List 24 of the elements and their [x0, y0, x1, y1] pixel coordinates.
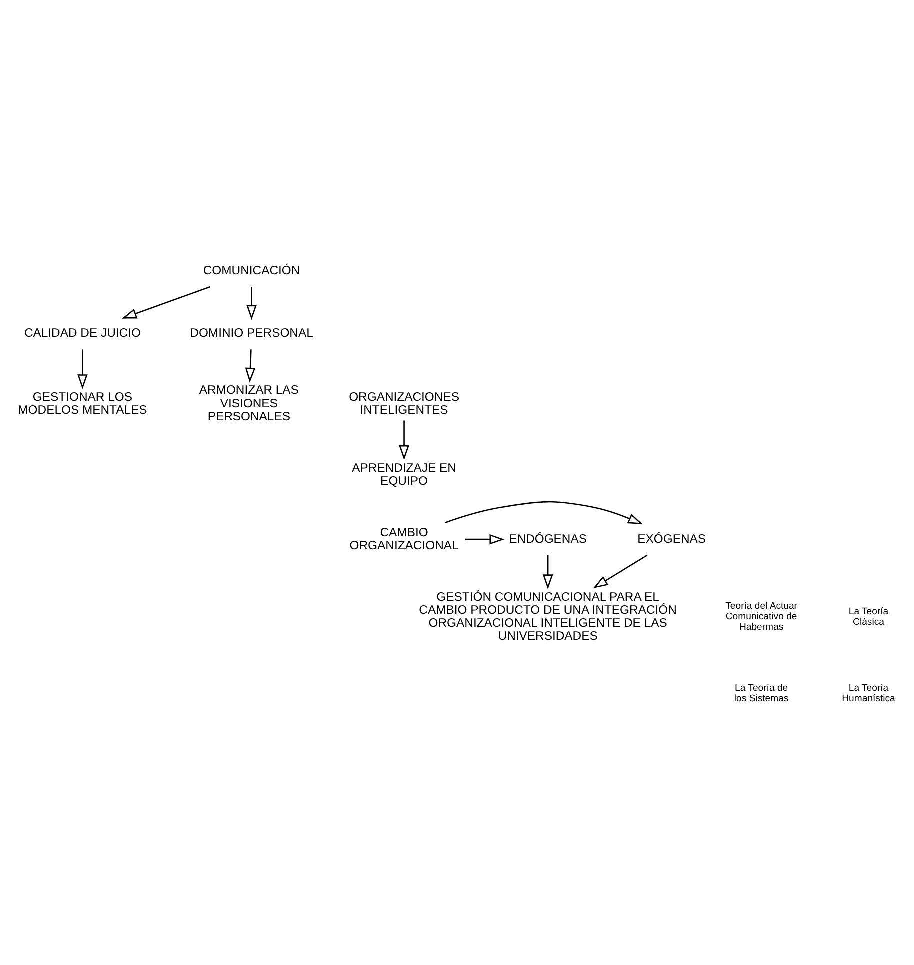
node-text: CALIDAD DE JUICIO	[24, 326, 141, 340]
arrow	[399, 420, 410, 460]
node-text: DOMINIO PERSONAL	[190, 326, 314, 340]
node-text: EXÓGENAS	[638, 532, 706, 546]
node-text: GESTIONAR LOS MODELOS MENTALES	[18, 390, 148, 417]
node-text: La Teoría Humanística	[842, 683, 896, 704]
node-text: La Teoría de los Sistemas	[734, 683, 789, 704]
node-text: La Teoría Clásica	[848, 606, 889, 628]
node-text: APRENDIZAJE EN EQUIPO	[352, 460, 456, 488]
node-text: Teoría del Actuar Comunicativo de Habermas	[726, 601, 798, 634]
arrow	[542, 555, 554, 590]
arrow	[246, 287, 257, 320]
node-text: ENDÓGENAS	[509, 532, 588, 546]
arrow	[593, 554, 648, 589]
arrow	[245, 350, 256, 383]
node-text: ARMONIZAR LAS VISIONES PERSONALES	[199, 383, 299, 424]
node-text: ORGANIZACIONES INTELIGENTES	[349, 390, 460, 417]
arrow	[444, 501, 644, 525]
node-text: CAMBIO ORGANIZACIONAL	[350, 525, 459, 552]
arrow	[122, 286, 211, 319]
arrow	[466, 534, 505, 545]
node-text: COMUNICACIÓN	[203, 263, 300, 278]
node-text: GESTIÓN COMUNICACIONAL PARA EL CAMBIO PRODUCTO DE UNA INTEGRACIÓN ORGANIZACIONAL INTELIGENTE DE LAS UNIVERSIDADES	[419, 590, 677, 643]
arrow	[78, 350, 88, 390]
